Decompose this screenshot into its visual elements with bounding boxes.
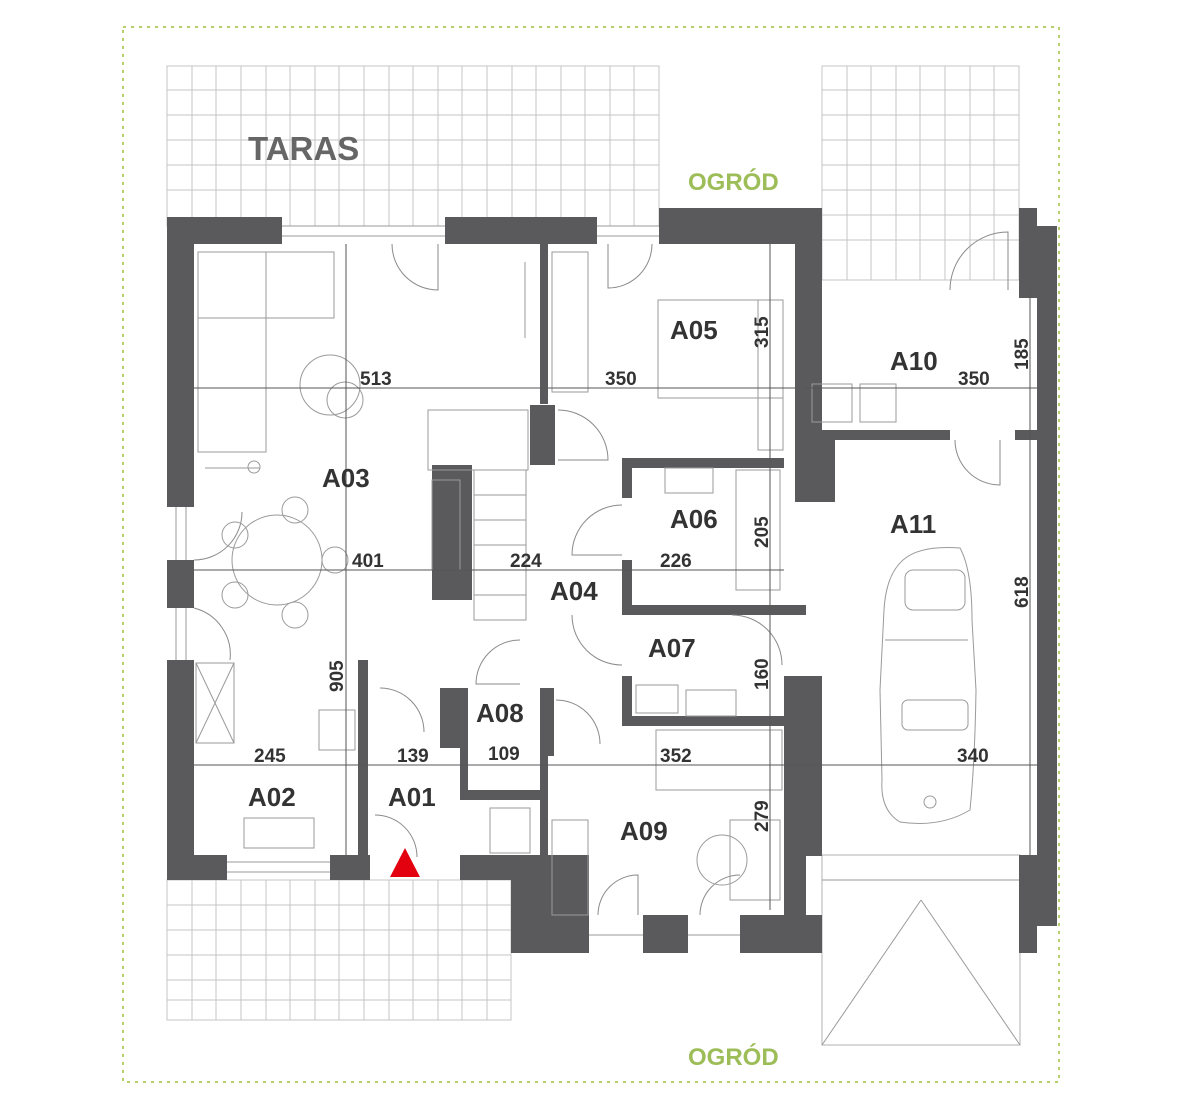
room-label-a10: A10 bbox=[890, 346, 938, 376]
driveway bbox=[821, 854, 1021, 1046]
room-label-a07: A07 bbox=[648, 633, 696, 663]
dimension-label: 109 bbox=[488, 744, 520, 765]
terrace-paving-bottom bbox=[166, 879, 512, 1021]
dimension-label: 245 bbox=[254, 746, 286, 767]
dimension-label: 340 bbox=[957, 746, 989, 767]
room-label-a06: A06 bbox=[670, 504, 718, 534]
terrace-label: TARAS bbox=[248, 130, 359, 167]
dimension-label: 205 bbox=[752, 516, 773, 548]
paving-top-right bbox=[821, 65, 1020, 281]
dimension-label: 513 bbox=[360, 369, 392, 390]
dimension-label: 226 bbox=[660, 551, 692, 572]
red-triangle-icon bbox=[390, 848, 420, 877]
dimension-label: 185 bbox=[1012, 338, 1033, 370]
room-label-a01: A01 bbox=[388, 782, 436, 812]
dimension-label: 352 bbox=[660, 746, 692, 767]
room-label-a04: A04 bbox=[550, 576, 598, 606]
car-icon bbox=[879, 547, 977, 824]
dimension-label: 279 bbox=[752, 800, 773, 832]
room-label-a11: A11 bbox=[890, 509, 936, 539]
windows bbox=[175, 225, 740, 936]
dimension-label: 905 bbox=[327, 660, 348, 692]
plot-boundary bbox=[122, 26, 1060, 1083]
room-label-a02: A02 bbox=[248, 782, 296, 812]
dimension-label: 139 bbox=[397, 746, 429, 767]
dimension-label: 160 bbox=[752, 658, 773, 690]
room-label-a09: A09 bbox=[620, 816, 668, 846]
dimension-label: 224 bbox=[510, 551, 542, 572]
doors bbox=[193, 231, 1009, 916]
dimension-lines bbox=[194, 244, 1037, 910]
room-label-a03: A03 bbox=[322, 463, 370, 493]
dimension-label: 618 bbox=[1012, 576, 1033, 608]
dimension-label: 315 bbox=[752, 316, 773, 348]
dimension-label: 350 bbox=[958, 369, 990, 390]
garden-label-bottom: OGRÓD bbox=[688, 1043, 779, 1071]
room-label-a05: A05 bbox=[670, 315, 718, 345]
room-label-a08: A08 bbox=[476, 698, 524, 728]
garden-label-top: OGRÓD bbox=[688, 168, 779, 196]
dimension-label: 401 bbox=[352, 551, 384, 572]
terrace-paving-top bbox=[166, 65, 660, 227]
dimension-label: 350 bbox=[605, 369, 637, 390]
furniture bbox=[195, 251, 897, 916]
walls bbox=[167, 208, 1057, 953]
